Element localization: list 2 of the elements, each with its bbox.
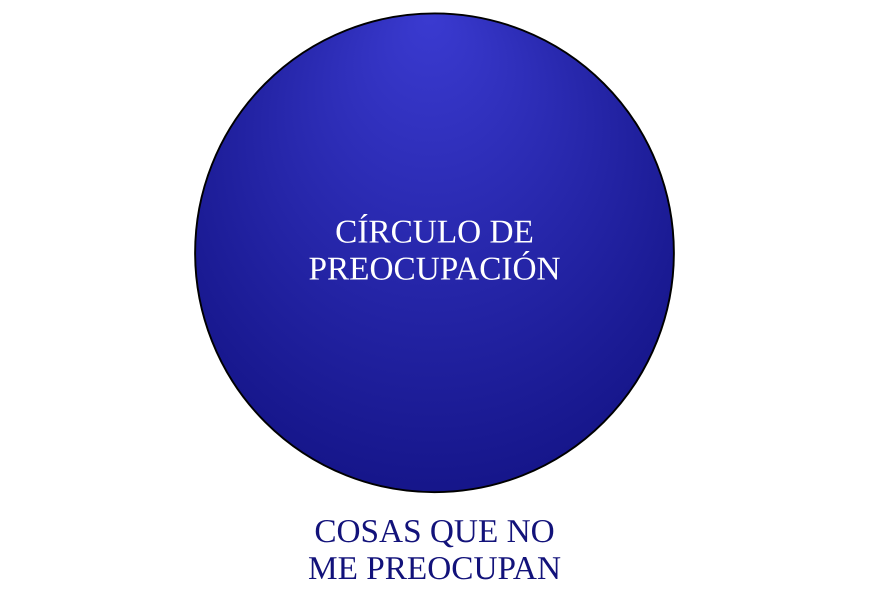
node-circle: CÍRCULO DE PREOCUPACIÓN bbox=[194, 12, 675, 494]
label: COSAS QUE NO ME PREOCUPAN bbox=[308, 512, 561, 587]
